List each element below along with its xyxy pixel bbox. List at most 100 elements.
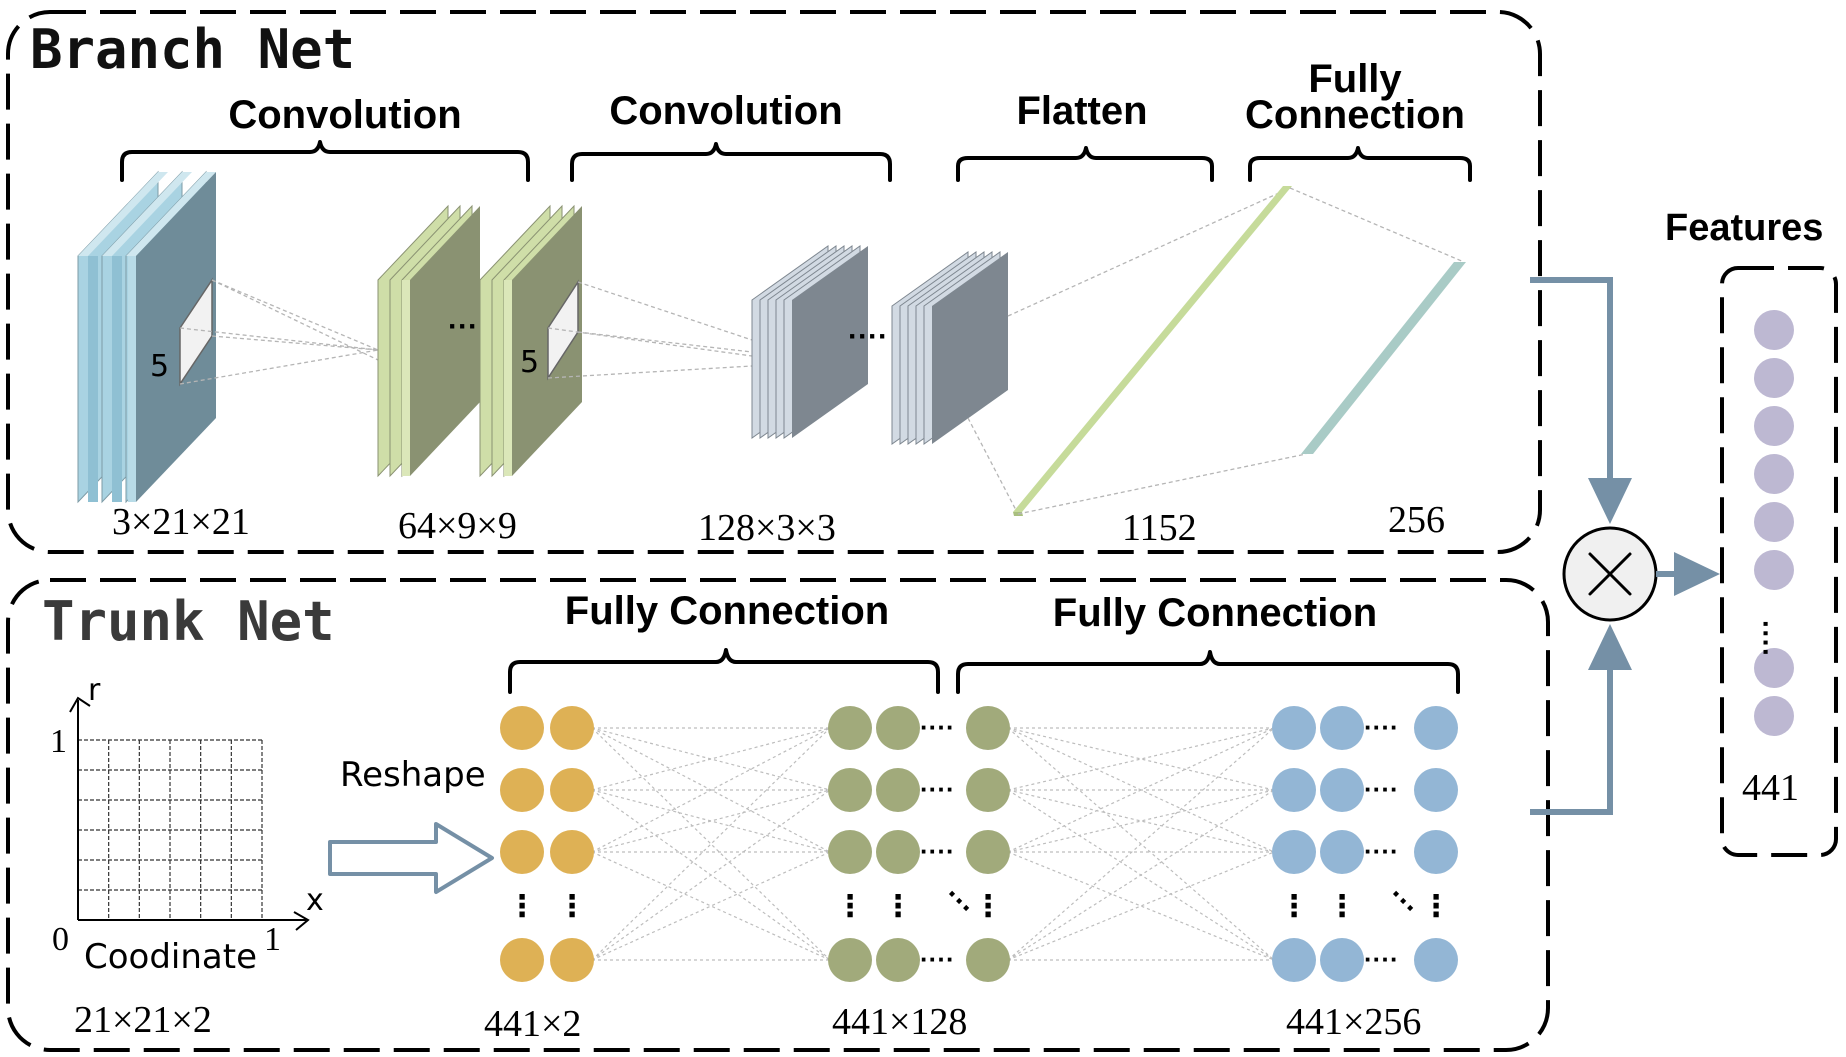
features-ellipsis: ···· bbox=[1751, 620, 1782, 657]
brace-conv2 bbox=[570, 142, 892, 182]
trunk-stage-label-fc1: Fully Connection bbox=[565, 589, 889, 633]
dim-conv1: 64×9×9 bbox=[398, 505, 517, 547]
neuron-node bbox=[500, 938, 544, 982]
neuron-node bbox=[500, 706, 544, 750]
feature-node bbox=[1754, 358, 1794, 398]
vertical-ellipsis: ⋮ bbox=[1421, 890, 1451, 923]
trunk-nodes: ⋮⋮⋮⋮⋮⋮⋮⋮································… bbox=[500, 706, 1458, 982]
flatten-projection bbox=[967, 187, 1291, 515]
kernel-2-label: 5 bbox=[520, 345, 539, 380]
trunk-connection bbox=[1007, 789, 1275, 853]
neuron-node bbox=[828, 768, 872, 812]
conv2-stack-b bbox=[891, 251, 1008, 445]
dim-coordinate: 21×21×2 bbox=[74, 999, 212, 1041]
branch-flow-line bbox=[1530, 277, 1613, 484]
feature-node bbox=[1754, 502, 1794, 542]
neuron-node bbox=[966, 830, 1010, 874]
horizontal-ellipsis: ···· bbox=[920, 712, 955, 742]
horizontal-ellipsis: ···· bbox=[1364, 944, 1399, 974]
dim-trunk-hidden: 441×128 bbox=[832, 1001, 967, 1043]
trunk-connection bbox=[1007, 727, 1275, 853]
feature-nodes bbox=[1754, 310, 1794, 736]
neuron-node bbox=[966, 768, 1010, 812]
horizontal-ellipsis: ···· bbox=[1364, 836, 1399, 866]
feature-node bbox=[1754, 696, 1794, 736]
coordinate-grid bbox=[69, 696, 310, 931]
coordinate-label: Coodinate bbox=[84, 937, 257, 977]
horizontal-ellipsis: ···· bbox=[1364, 712, 1399, 742]
stage-label-connection: Connection bbox=[1245, 93, 1465, 137]
grid-x-max: 1 bbox=[264, 921, 281, 958]
grid-axis-x: x bbox=[306, 883, 324, 918]
neuron-node bbox=[550, 768, 594, 812]
neuron-node bbox=[966, 938, 1010, 982]
reshape-arrow bbox=[328, 822, 494, 894]
conv1-stack-b bbox=[479, 204, 582, 478]
features-flow-arrowhead bbox=[1674, 552, 1720, 596]
trunk-connection bbox=[1007, 727, 1275, 961]
neuron-node bbox=[966, 706, 1010, 750]
dim-flatten: 1152 bbox=[1122, 507, 1197, 549]
kernel-2-projection bbox=[547, 281, 753, 379]
features-title: Features bbox=[1665, 207, 1823, 249]
trunk-connection bbox=[1007, 727, 1275, 791]
trunk-connection bbox=[591, 789, 831, 853]
dim-trunk-input: 441×2 bbox=[484, 1003, 581, 1045]
neuron-node bbox=[1414, 768, 1458, 812]
dim-fc: 256 bbox=[1388, 499, 1445, 541]
neuron-node bbox=[1320, 830, 1364, 874]
neuron-node bbox=[876, 706, 920, 750]
brace-conv1 bbox=[120, 140, 530, 182]
neuron-node bbox=[1414, 706, 1458, 750]
conv2-stack-a bbox=[751, 245, 868, 439]
trunk-stage-label-fc2: Fully Connection bbox=[1053, 591, 1377, 635]
neuron-node bbox=[500, 830, 544, 874]
grid-axis-y: r bbox=[88, 673, 101, 708]
horizontal-ellipsis: ···· bbox=[920, 836, 955, 866]
trunk-connection bbox=[1007, 789, 1275, 961]
neuron-node bbox=[1414, 830, 1458, 874]
neuron-node bbox=[876, 830, 920, 874]
neuron-node bbox=[550, 830, 594, 874]
vertical-ellipsis: ⋮ bbox=[835, 890, 865, 923]
neuron-node bbox=[1272, 938, 1316, 982]
feature-node bbox=[1754, 454, 1794, 494]
trunk-connections bbox=[591, 727, 1275, 961]
trunk-connection bbox=[591, 727, 831, 853]
grid-y-max: 1 bbox=[50, 723, 67, 760]
dim-conv2: 128×3×3 bbox=[698, 507, 836, 549]
trunk-net-title: Trunk Net bbox=[42, 590, 335, 653]
trunk-connection bbox=[591, 851, 831, 961]
kernel-1-projection bbox=[179, 279, 379, 385]
branch-net-frame bbox=[6, 10, 1542, 554]
neuron-node bbox=[550, 938, 594, 982]
trunk-connection bbox=[591, 727, 831, 961]
input-layers bbox=[77, 170, 216, 504]
dim-trunk-output: 441×256 bbox=[1286, 1001, 1421, 1043]
conv1-stack-a bbox=[377, 204, 480, 478]
trunk-flow-line bbox=[1530, 666, 1613, 815]
neuron-node bbox=[1272, 830, 1316, 874]
feature-node bbox=[1754, 406, 1794, 446]
horizontal-ellipsis: ···· bbox=[1364, 774, 1399, 804]
vertical-ellipsis: ⋮ bbox=[1327, 890, 1357, 923]
neuron-node bbox=[1414, 938, 1458, 982]
neuron-node bbox=[828, 938, 872, 982]
neuron-node bbox=[828, 706, 872, 750]
neuron-node bbox=[1320, 938, 1364, 982]
feature-node bbox=[1754, 310, 1794, 350]
stage-label-flatten: Flatten bbox=[1016, 89, 1147, 133]
neuron-node bbox=[828, 830, 872, 874]
diagonal-ellipsis: ··· bbox=[1381, 880, 1426, 925]
brace-trunk-fc2 bbox=[956, 650, 1460, 694]
stage-label-convolution-1: Convolution bbox=[228, 93, 461, 137]
vertical-ellipsis: ⋮ bbox=[883, 890, 913, 923]
neuron-node bbox=[876, 938, 920, 982]
neuron-node bbox=[1320, 706, 1364, 750]
fc-projection bbox=[1017, 187, 1465, 515]
horizontal-ellipsis: ···· bbox=[920, 774, 955, 804]
trunk-connection bbox=[1007, 789, 1275, 853]
kernel-1-label: 5 bbox=[150, 349, 169, 384]
feature-node bbox=[1754, 648, 1794, 688]
dim-input: 3×21×21 bbox=[112, 501, 250, 543]
